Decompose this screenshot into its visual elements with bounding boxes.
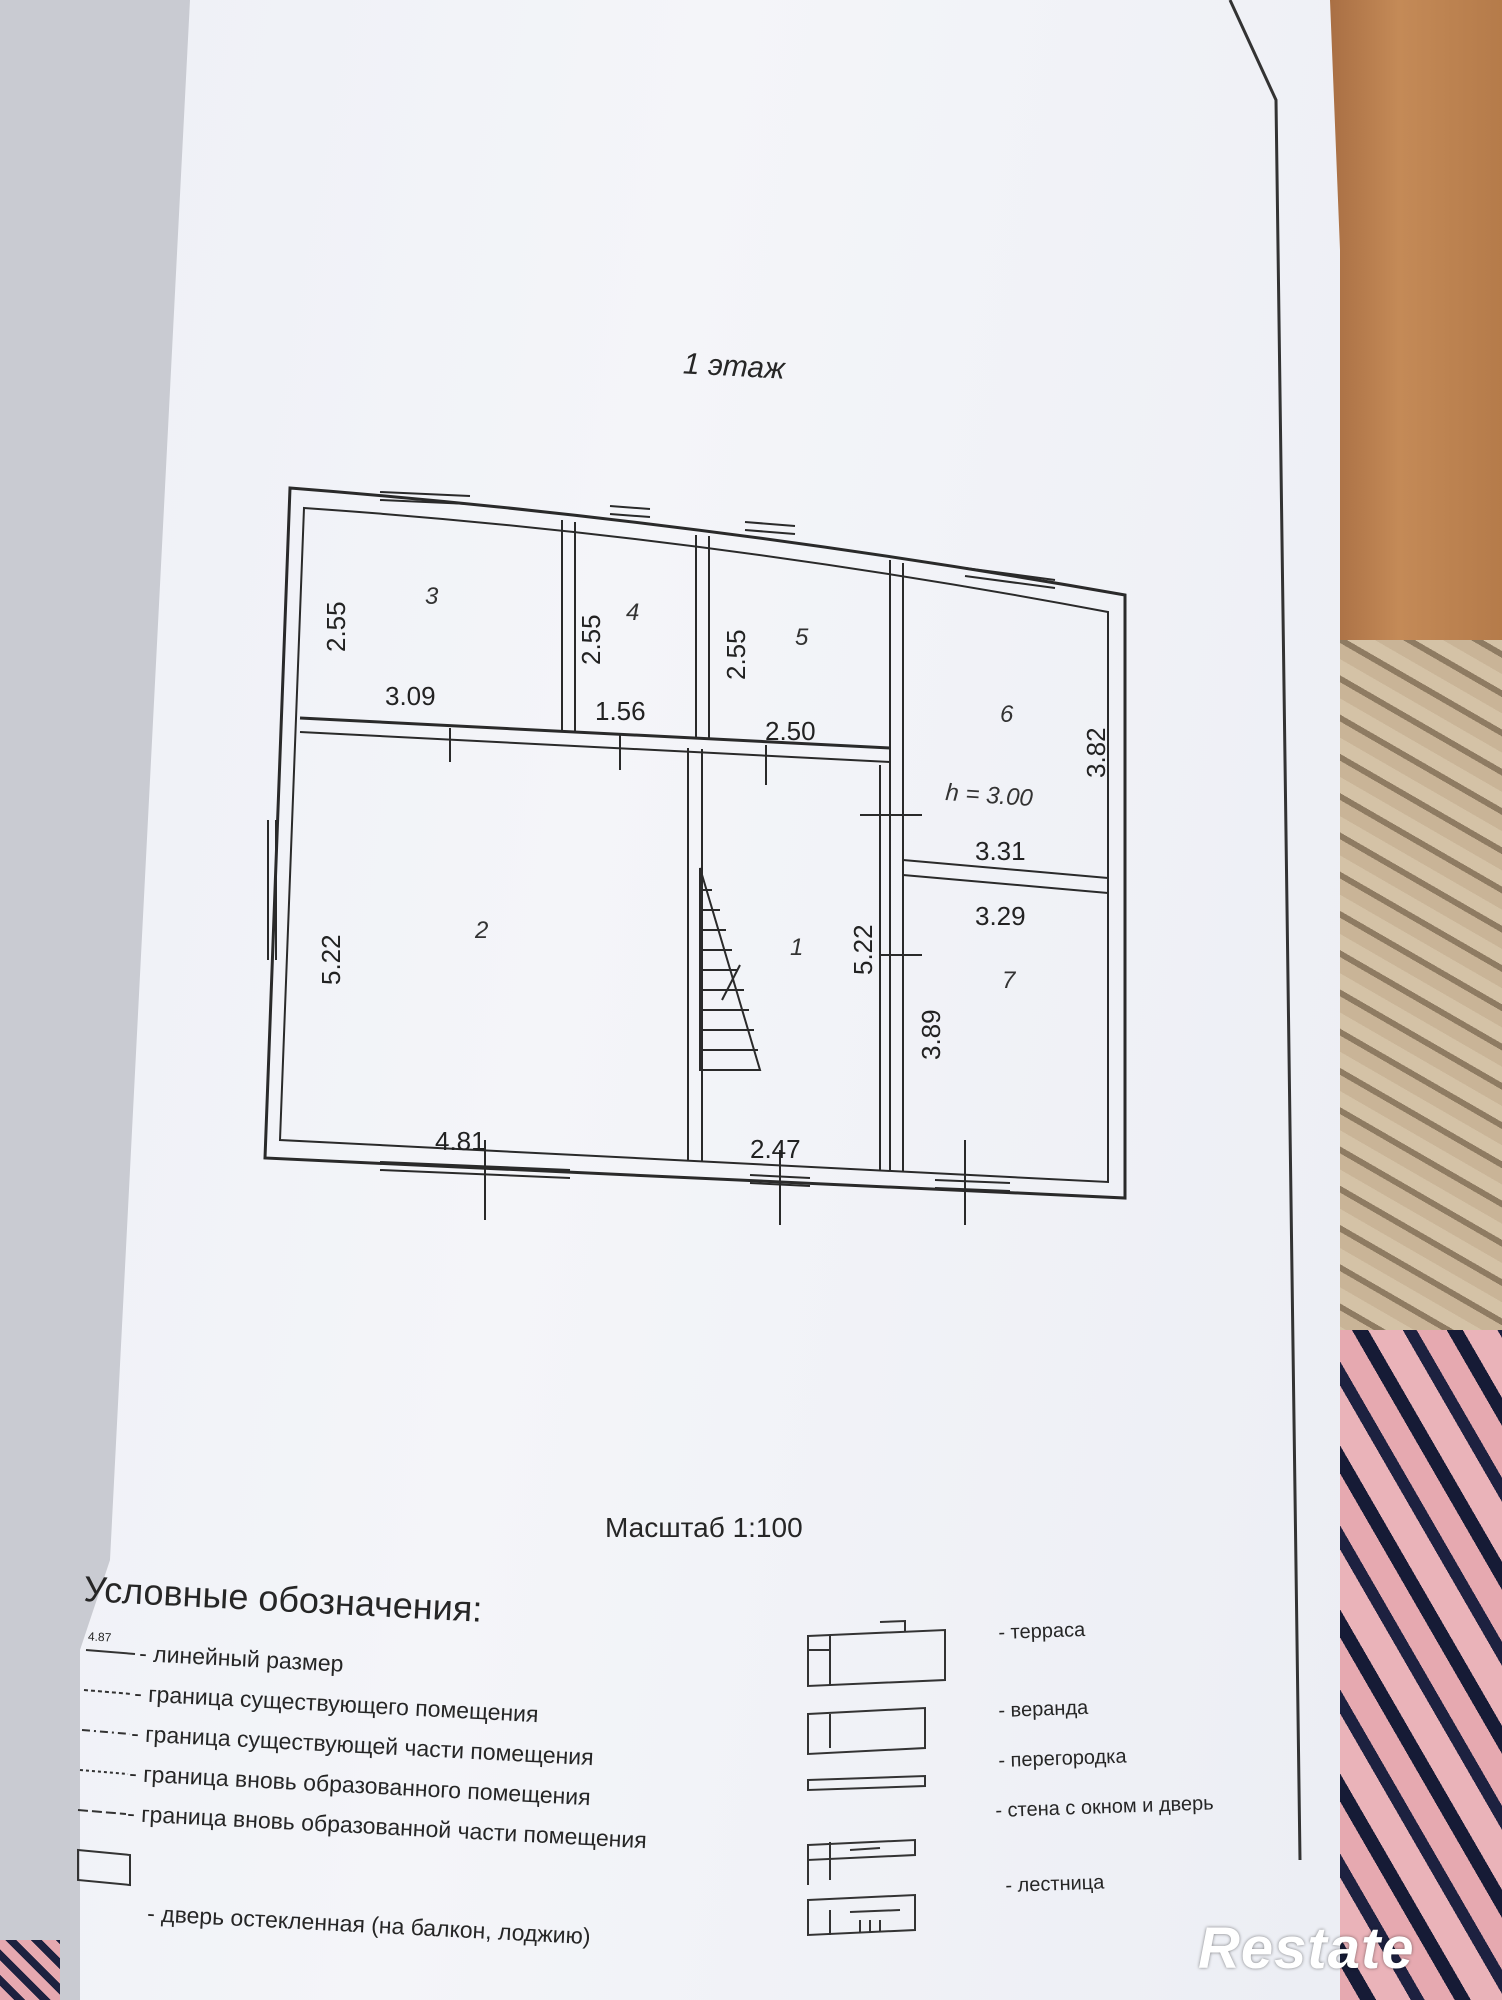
wall-room5-6: [889, 560, 904, 1172]
dim-room2-width: 4.81: [435, 1126, 486, 1156]
dim-room5-width: 2.50: [765, 716, 816, 746]
staircase: [699, 867, 762, 1071]
dim-room7-height: 3.89: [916, 1009, 946, 1060]
room-height-note: h = 3.00: [945, 779, 1035, 812]
door-markers: [449, 728, 966, 1225]
restate-watermark-logo: Restate: [1198, 1916, 1415, 1981]
room-number-1: 1: [790, 934, 803, 961]
dim-room4-width: 1.56: [595, 696, 646, 726]
dim-room1-height: 5.22: [848, 924, 878, 975]
dim-room4-height: 2.55: [576, 614, 606, 665]
dim-room1-width: 2.47: [750, 1134, 801, 1164]
background-fabric-corner: [0, 1940, 60, 2000]
dim-room2-height: 5.22: [316, 934, 346, 985]
document-page: [80, 0, 1340, 2000]
background-knit-fabric: [1330, 640, 1502, 1360]
dim-room6-width: 3.31: [975, 836, 1026, 866]
legend-right-partition: - перегородка: [998, 1745, 1127, 1772]
room-number-3: 3: [425, 583, 439, 610]
legend-right-veranda: - веранда: [998, 1696, 1089, 1722]
dim-room5-height: 2.55: [721, 629, 751, 680]
wall-room3-4: [561, 520, 576, 731]
window-markers: [267, 491, 1056, 1192]
wall-horizontal-top-2: [299, 731, 891, 763]
room-number-5: 5: [795, 624, 809, 651]
legend-right-staircase: - лестница: [1005, 1871, 1105, 1897]
wall-room6-7: [902, 859, 1109, 894]
wall-room4-5: [695, 535, 710, 739]
wall-horizontal-top: [299, 716, 891, 750]
outer-wall: [263, 486, 1127, 1200]
room-number-2: 2: [474, 917, 488, 944]
legend-right-terrace: - терраса: [998, 1618, 1086, 1644]
inner-wall-outline: [278, 506, 1109, 1184]
dim-room6-height: 3.82: [1081, 727, 1111, 778]
room-number-4: 4: [626, 599, 639, 626]
dim-room3-width: 3.09: [385, 681, 436, 711]
room-number-6: 6: [1000, 701, 1014, 728]
room-number-7: 7: [1002, 967, 1017, 994]
dim-room7-width: 3.29: [975, 901, 1026, 931]
scale-label: Масштаб 1:100: [605, 1512, 803, 1543]
dim-room3-height: 2.55: [321, 601, 351, 652]
background-pink-fabric: [1330, 1330, 1502, 2000]
wall-room2-1: [687, 748, 703, 1161]
